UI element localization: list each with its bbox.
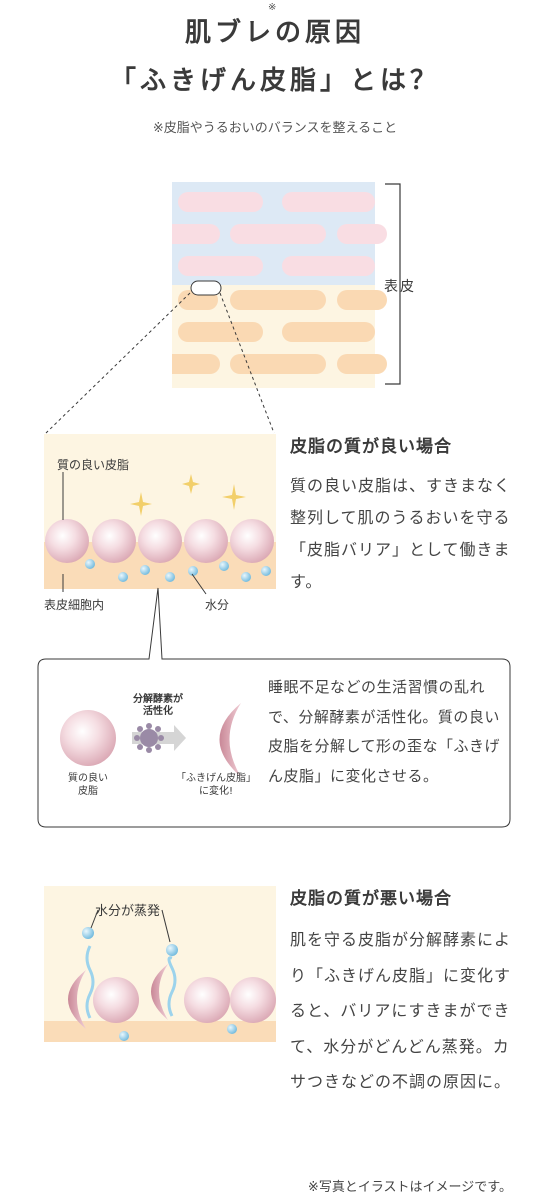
- good-case-heading: 皮脂の質が良い場合: [290, 437, 452, 457]
- bad-sebum-illustration: [44, 886, 276, 1042]
- title-footnote: ※皮脂やうるおいのバランスを整えること: [152, 121, 398, 136]
- label-changed: 「ふきげん皮脂」 に変化!: [176, 773, 256, 797]
- image-disclaimer: ※写真とイラストはイメージです。: [307, 1180, 512, 1195]
- title-asterisk: ※: [268, 2, 277, 13]
- label-water: 水分: [205, 598, 230, 612]
- sebum-balls: [45, 519, 274, 563]
- good-sebum-illustration: [44, 434, 276, 595]
- label-evaporation: 水分が蒸発: [95, 904, 161, 919]
- good-case-body: 質の良い皮脂は、すきまなく整列して肌のうるおいを守る「皮脂バリア」として働きます…: [290, 476, 512, 591]
- label-good-sebum-small: 質の良い 皮脂: [68, 773, 108, 797]
- enzyme-icon: [134, 723, 164, 753]
- zoom-lines: [45, 292, 275, 434]
- process-callout-box: [37, 587, 511, 828]
- bad-case-body: 肌を守る皮脂が分解酵素により「ふきげん皮脂」に変化すると、バリアにすきまができて…: [290, 930, 512, 1091]
- page-title: 肌ブレの原因: [184, 18, 365, 48]
- page-subtitle: 「ふきげん皮脂」とは？: [109, 66, 440, 96]
- label-good-sebum: 質の良い皮脂: [57, 458, 130, 472]
- process-body: 睡眠不足などの生活習慣の乱れで、分解酵素が活性化。質の良い皮脂を分解して形の歪な…: [268, 678, 501, 785]
- skin-layer-diagram: [172, 182, 401, 388]
- bad-case-heading: 皮脂の質が悪い場合: [290, 889, 452, 909]
- label-enzyme-activated: 分解酵素が 活性化: [133, 694, 183, 717]
- epidermis-label: 表皮: [384, 279, 416, 295]
- label-inner-cell: 表皮細胞内: [44, 598, 105, 612]
